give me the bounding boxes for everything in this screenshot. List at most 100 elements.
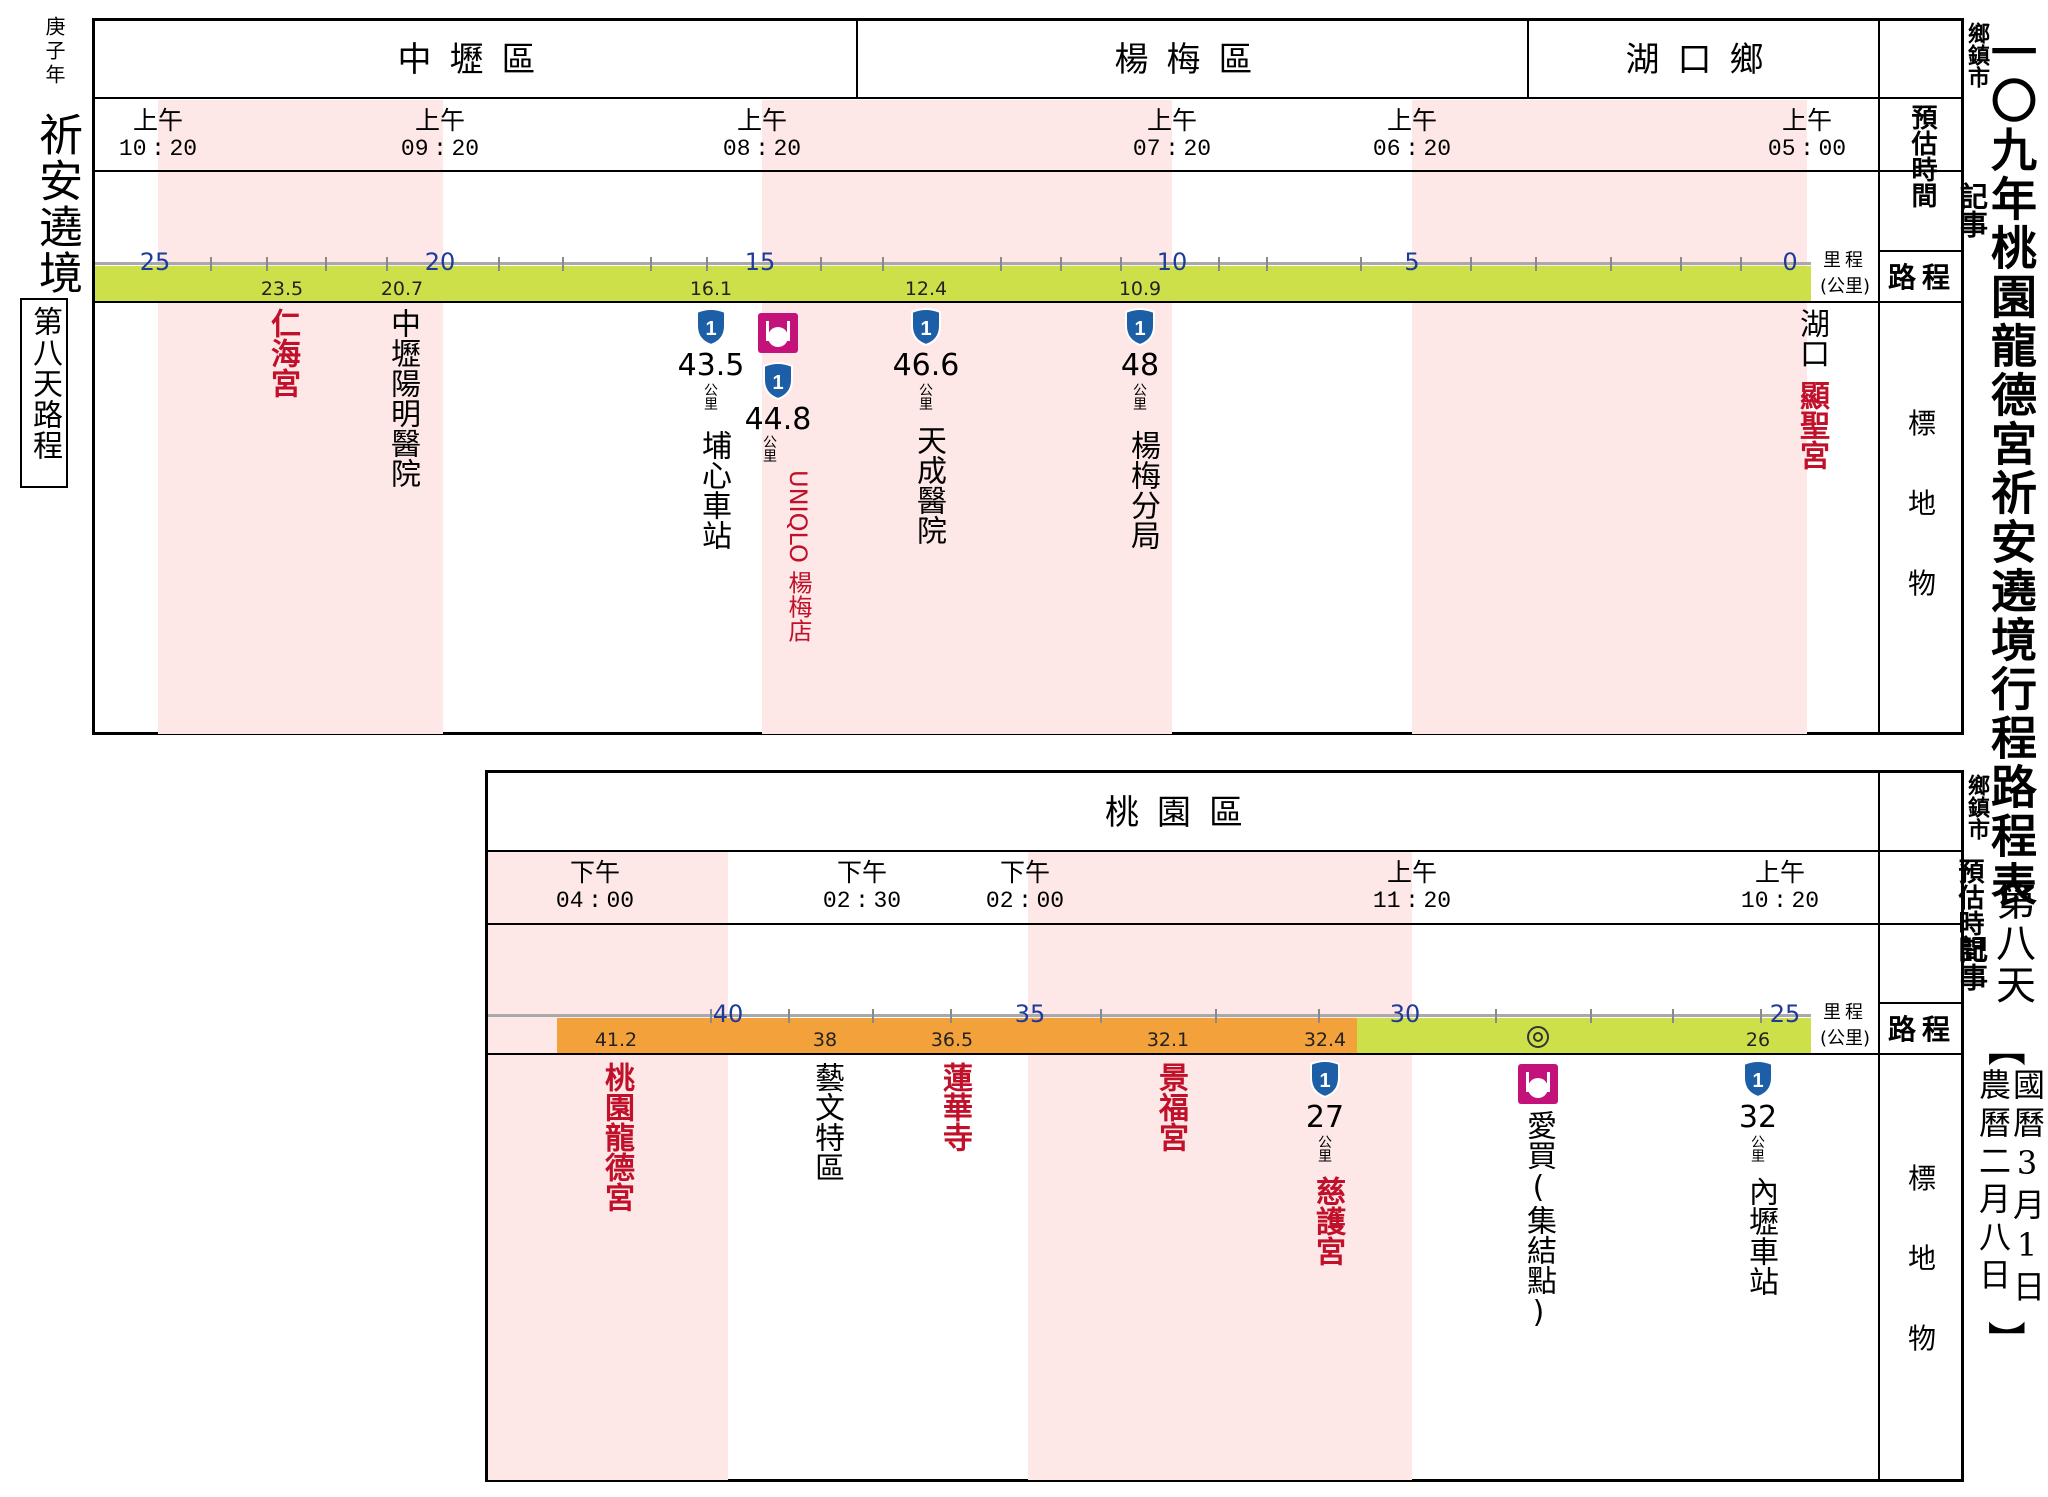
time-shade-1b: [762, 100, 1172, 734]
km-unit-label: 公里: [1133, 383, 1147, 413]
row-label-township: 鄉鎮市: [1964, 22, 1989, 88]
km-marker: 32.4: [1303, 1029, 1347, 1051]
row-divider: [1880, 1002, 1963, 1004]
km-marker: 36.5: [930, 1029, 974, 1051]
highway-1-icon: 1: [1309, 1060, 1341, 1099]
mileage-unit-2: (公里): [1819, 1028, 1871, 1049]
date-solar: 國曆3月1日: [2008, 1068, 2046, 1308]
landmark-uniqlo-yangmei: UNIQLO 楊梅店: [784, 470, 812, 643]
scale-tick: [1218, 257, 1220, 271]
highway-km-27: 27: [1305, 1100, 1345, 1135]
time-period: 上午: [1146, 106, 1197, 135]
date-open-bracket: 【: [1983, 1028, 2028, 1067]
scale-tick: [950, 1009, 952, 1023]
mileage-unit-label: 里程 (公里): [1812, 248, 1878, 300]
landmark-aimai-assembly: 愛買(集結點): [1521, 1110, 1556, 1330]
scale-label: 15: [744, 248, 776, 276]
row-label-landmark-2: 地: [1907, 1242, 1936, 1275]
time-value: 07 : 20: [1132, 136, 1212, 162]
time-period: 上午: [1781, 106, 1832, 135]
scale-tick: [1760, 1009, 1762, 1023]
landmark-neili-station: 內壢車站: [1743, 1176, 1778, 1296]
row-label-landmark-1: 標: [1907, 407, 1936, 440]
row-divider: [486, 850, 1963, 852]
km-marker: 20.7: [380, 278, 424, 300]
scale-label: 40: [712, 1000, 744, 1028]
scale-tick: [1060, 257, 1062, 271]
district-zhongli: 中壢區: [397, 40, 554, 80]
landmark-lianhua-temple: 蓮華寺: [937, 1062, 972, 1152]
time-period: 上午: [1386, 858, 1437, 887]
km-marker: 23.5: [260, 278, 304, 300]
row-label-route: 路程: [1887, 261, 1956, 294]
row-label-landmark-3: 物: [1907, 567, 1936, 600]
km-unit-label: 公里: [1751, 1135, 1765, 1165]
time-value: 10 : 20: [1740, 888, 1820, 914]
time-shade-2b: [1028, 852, 1412, 1480]
highway-1-icon: 1: [910, 308, 942, 347]
svg-text:1: 1: [1752, 1070, 1763, 1092]
km-marker: 32.1: [1146, 1029, 1190, 1051]
route-band-green: [95, 266, 1811, 301]
scale-label: 0: [1782, 248, 1798, 276]
right-title: 一〇九年桃園龍德宮祈安遶境行程路程表: [1984, 28, 2038, 910]
landmark-renhai-temple: 仁海宮: [265, 308, 300, 398]
landmark-yangmei-police-branch: 楊梅分局: [1125, 430, 1160, 550]
scale-tick: [1535, 257, 1537, 271]
svg-text:1: 1: [920, 318, 931, 340]
time-period: 上午: [132, 106, 183, 135]
highway-km-46-6: 46.6: [892, 348, 960, 383]
row-label-route: 路程: [1887, 1013, 1956, 1046]
scale-label: 5: [1404, 248, 1420, 276]
time-period: 下午: [569, 858, 620, 887]
time-value: 10 : 20: [118, 136, 198, 162]
year-label: 庚子年: [42, 16, 66, 88]
scale-tick: [386, 257, 388, 271]
highway-km-48: 48: [1120, 348, 1160, 383]
time-value: 02 : 00: [985, 888, 1065, 914]
row-label-time-text: 預估時間: [1954, 858, 1984, 962]
scale-tick: [266, 257, 268, 271]
highway-1-icon: 1: [695, 308, 727, 347]
scale-tick: [1100, 1009, 1102, 1023]
row-label-landmark-3: 物: [1907, 1322, 1936, 1355]
highway-1-icon: 1: [762, 362, 794, 401]
km-marker: 38: [812, 1029, 838, 1051]
scale-label: 20: [424, 248, 456, 276]
label-column-divider: [1878, 19, 1880, 734]
time-period: 上午: [1386, 106, 1437, 135]
mileage-unit-label: 里程 (公里): [1812, 1000, 1878, 1052]
time-value: 06 : 20: [1372, 136, 1452, 162]
row-divider: [93, 301, 1963, 303]
km-marker: 16.1: [689, 278, 733, 300]
scale-tick: [1360, 257, 1362, 271]
row-divider: [93, 170, 1963, 172]
km-marker: 12.4: [904, 278, 948, 300]
time-shade-1c: [1412, 100, 1807, 734]
row-label-landmark-1: 標: [1907, 1162, 1936, 1195]
scale-tick: [820, 257, 822, 271]
row-label-time: 預估時間: [1882, 104, 1962, 208]
scale-tick: [1610, 257, 1612, 271]
scale-tick: [1215, 1009, 1217, 1023]
time-value: 05 : 00: [1767, 136, 1847, 162]
scale-tick: [1590, 1009, 1592, 1023]
km-marker: 10.9: [1118, 278, 1162, 300]
row-label-notes: 記事: [1956, 935, 1989, 991]
assembly-point-icon: [1527, 1026, 1549, 1048]
scale-tick: [882, 257, 884, 271]
landmark-jingfu-temple: 景福宮: [1153, 1062, 1188, 1152]
scale-tick: [1470, 257, 1472, 271]
scale-tick: [710, 1009, 712, 1023]
time-period: 下午: [836, 858, 887, 887]
highway-km-44-8: 44.8: [744, 402, 812, 437]
